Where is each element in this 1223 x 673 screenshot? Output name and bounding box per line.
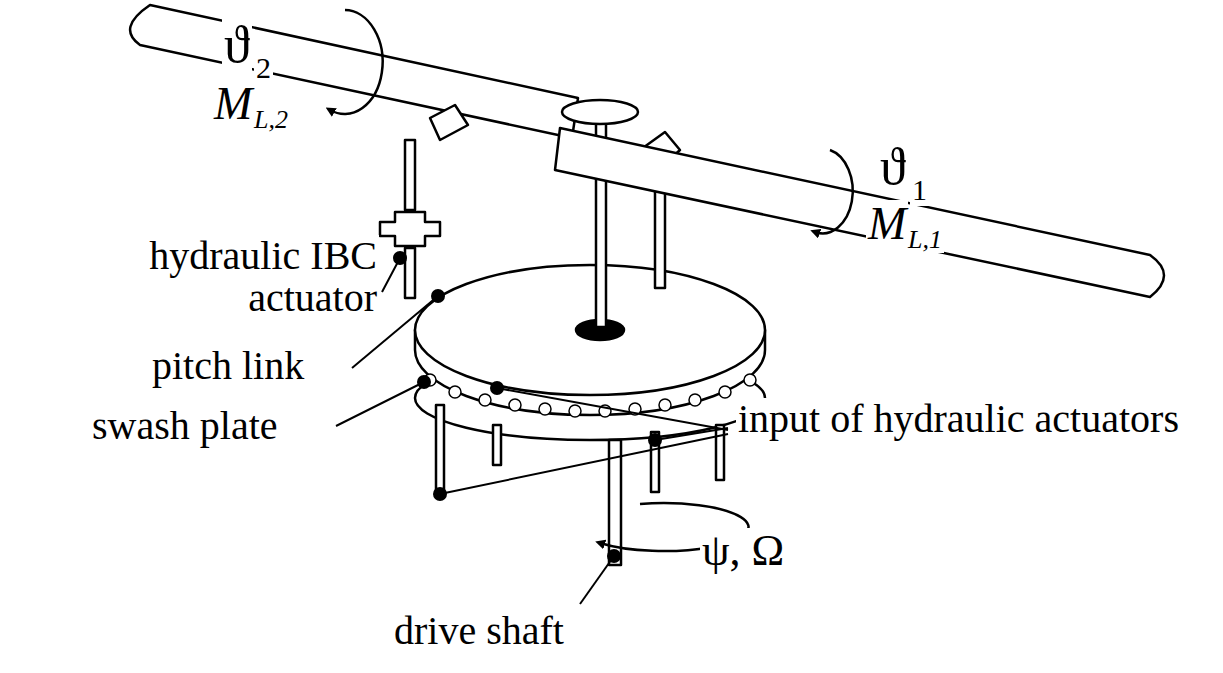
subscript: L,1 — [906, 226, 944, 253]
leader-lines — [336, 258, 728, 604]
part-label: drive shaft — [392, 610, 566, 652]
ibc-actuator — [380, 212, 440, 246]
actuator-rod — [716, 425, 724, 480]
leader-dots — [393, 251, 662, 563]
actuator-rod — [436, 405, 444, 493]
angle-symbol: ϑ — [878, 140, 908, 195]
pitch-arrow — [815, 150, 853, 233]
blade — [130, 5, 578, 138]
angle-symbol: ϑ — [222, 18, 252, 73]
rotor-hub — [562, 100, 638, 124]
actuator-rod — [493, 425, 501, 465]
subscript: L,2 — [252, 106, 290, 133]
pitch-horn — [430, 105, 468, 140]
moment-symbol: M — [866, 200, 908, 248]
pitch-arrow — [330, 10, 383, 114]
part-label: input of hydraulic actuators — [736, 398, 1200, 440]
part-label: hydraulic IBC actuator — [40, 235, 379, 319]
subscript: 2 — [254, 52, 273, 84]
subscript: 1 — [910, 174, 929, 206]
bearing-balls — [424, 374, 756, 417]
part-label: swash plate — [90, 405, 280, 447]
pitch-link — [405, 140, 415, 210]
symbol-label: ψ, Ω — [700, 528, 786, 574]
blade — [555, 128, 1164, 297]
part-label: pitch link — [150, 345, 306, 387]
moment-symbol: M — [212, 80, 254, 128]
swash-plate — [415, 265, 765, 395]
